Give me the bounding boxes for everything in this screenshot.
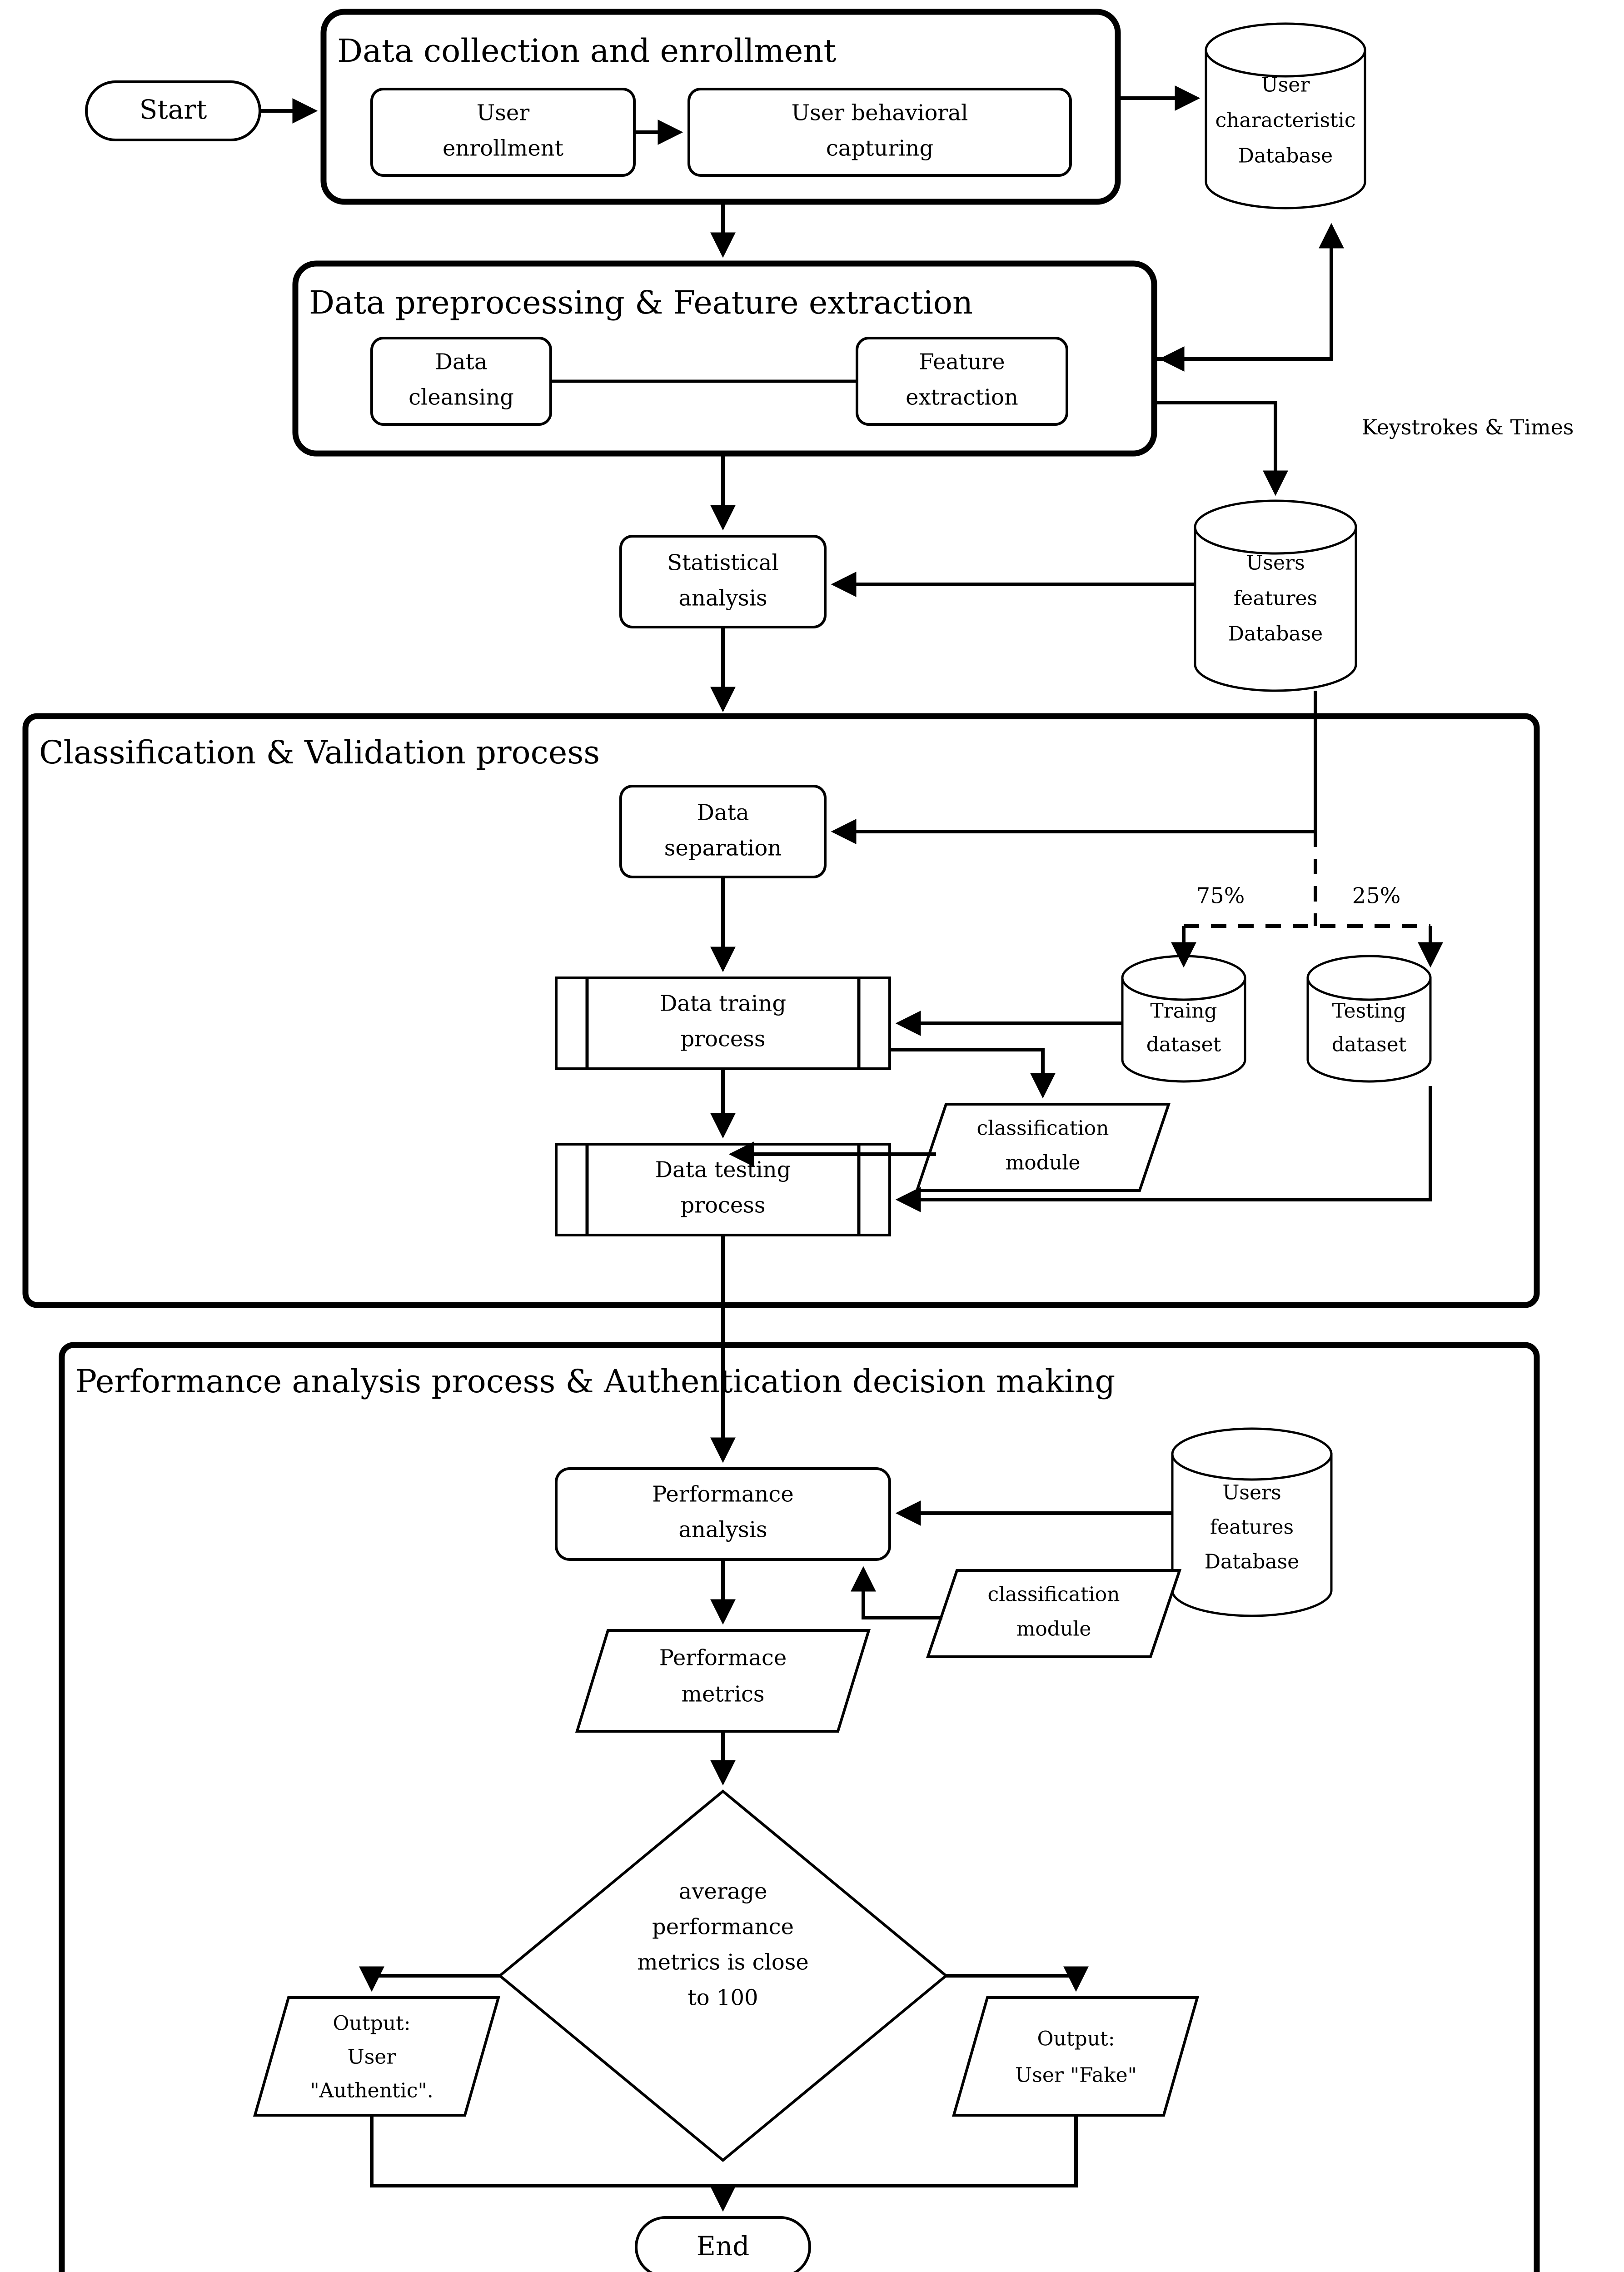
edge-preprocessing-to-user-char-db (1154, 223, 1344, 361)
node-user-characteristic-database-top (1205, 22, 1366, 78)
edge-decision-to-output-fake (946, 1966, 1089, 1992)
node-performance-analysis-line2: analysis (678, 1517, 767, 1543)
node-data-separation-line2: separation (664, 836, 782, 861)
node-output-authentic-line3: "Authentic". (310, 2079, 433, 2103)
group-label-data-preprocessing: Data preprocessing & Feature extraction (309, 284, 973, 321)
node-feature-extraction-line1: Feature (919, 349, 1005, 375)
node-performance-analysis-line1: Performance (652, 1482, 793, 1507)
node-statistical-analysis-line2: analysis (678, 586, 767, 611)
node-decision-line1: average (679, 1879, 767, 1904)
node-users-features-database-top-body[interactable] (1194, 526, 1357, 692)
edge-classification-module-to-performance-analysis (851, 1566, 942, 1619)
edge-output-fake-to-end (723, 2115, 1078, 2187)
node-users-features-database-bottom-body[interactable] (1171, 1453, 1333, 1617)
group-label-classification-validation: Classification & Validation process (39, 734, 600, 771)
node-data-training-process-line1: Data traing (660, 991, 786, 1016)
edge-feature-extraction-to-users-features-db (1154, 401, 1288, 496)
node-data-cleansing-line2: cleansing (408, 385, 514, 410)
edge-output-authentic-to-end (370, 2115, 736, 2212)
node-user-characteristic-database-line2: characteristic (1216, 109, 1356, 132)
node-users-features-database-top-line1: Users (1246, 552, 1305, 575)
node-user-enrollment-line1: User (477, 100, 529, 126)
node-classification-module-validation-line1: classification (977, 1117, 1109, 1140)
node-end-label: End (697, 2231, 750, 2262)
edge-training-process-to-classification-module (890, 1048, 1056, 1099)
group-label-performance-analysis: Performance analysis process & Authentic… (75, 1363, 1115, 1400)
node-training-dataset-line1: Traing (1150, 1000, 1217, 1023)
node-output-fake[interactable] (952, 1996, 1199, 2117)
node-data-separation-line1: Data (697, 800, 749, 826)
node-statistical-analysis-line1: Statistical (667, 550, 779, 576)
node-data-testing-process-line1: Data testing (655, 1157, 791, 1183)
node-testing-dataset-body[interactable] (1306, 977, 1432, 1083)
edge-testing-dataset-to-testing-process (895, 1086, 1432, 1212)
node-data-training-process[interactable] (555, 977, 891, 1070)
edge-label-split-train: 75% (1196, 883, 1245, 909)
node-user-characteristic-database-line3: Database (1238, 144, 1333, 168)
node-testing-dataset-cap (1306, 955, 1432, 1001)
node-performance-metrics[interactable] (575, 1629, 871, 1733)
node-classification-module-performance-line1: classification (988, 1583, 1120, 1606)
node-training-dataset-line2: dataset (1146, 1033, 1221, 1056)
node-users-features-database-top-line2: features (1234, 587, 1317, 610)
node-performance-metrics-line1: Performace (659, 1645, 787, 1671)
node-classification-module-validation-line2: module (1006, 1151, 1081, 1175)
node-decision-average-metrics[interactable] (498, 1789, 948, 2162)
node-performance-metrics-line2: metrics (681, 1682, 764, 1707)
node-users-features-database-top-cap (1194, 499, 1357, 555)
node-user-behavioral-capturing[interactable] (687, 88, 1072, 177)
node-users-features-database-bottom-cap (1171, 1427, 1333, 1481)
node-output-authentic[interactable] (253, 1996, 500, 2117)
node-classification-module-validation[interactable] (915, 1103, 1171, 1192)
node-decision-line2: performance (652, 1914, 794, 1940)
node-classification-module-performance-line2: module (1016, 1618, 1091, 1641)
node-data-testing-process-line2: process (680, 1193, 765, 1218)
node-data-cleansing-line1: Data (435, 349, 487, 375)
node-classification-module-performance[interactable] (926, 1569, 1182, 1658)
node-decision-line4: to 100 (687, 1985, 758, 2011)
node-feature-extraction-line2: extraction (906, 385, 1018, 410)
node-output-fake-line1: Output: (1037, 2028, 1115, 2051)
node-user-characteristic-database-line1: User (1261, 74, 1310, 97)
node-end[interactable] (635, 2216, 811, 2272)
node-users-features-database-top-line3: Database (1228, 623, 1323, 646)
node-output-authentic-line1: Output: (333, 2012, 410, 2035)
node-output-authentic-line2: User (348, 2046, 397, 2069)
edge-decision-to-output-authentic (359, 1966, 500, 1992)
edge-label-keystrokes-times: Keystrokes & Times (1362, 415, 1574, 439)
node-start-label: Start (139, 94, 207, 125)
node-user-characteristic-database-body[interactable] (1205, 49, 1366, 209)
group-label-data-collection: Data collection and enrollment (337, 32, 837, 70)
node-testing-dataset-line1: Testing (1332, 1000, 1406, 1023)
node-training-dataset-body[interactable] (1121, 977, 1246, 1083)
node-users-features-database-bottom-line3: Database (1205, 1550, 1299, 1574)
node-user-enrollment-line2: enrollment (443, 136, 563, 161)
node-users-features-database-bottom-line2: features (1210, 1516, 1294, 1539)
node-data-testing-process[interactable] (555, 1143, 891, 1236)
edge-label-split-test: 25% (1352, 883, 1401, 909)
node-data-training-process-line2: process (680, 1026, 765, 1052)
node-user-behavioral-capturing-line2: capturing (826, 136, 933, 161)
node-testing-dataset-line2: dataset (1332, 1033, 1407, 1056)
node-users-features-database-bottom-line1: Users (1222, 1481, 1281, 1505)
node-decision-line3: metrics is close (637, 1950, 809, 1975)
node-user-behavioral-capturing-line1: User behavioral (792, 100, 968, 126)
node-output-fake-line2: User "Fake" (1015, 2064, 1137, 2087)
